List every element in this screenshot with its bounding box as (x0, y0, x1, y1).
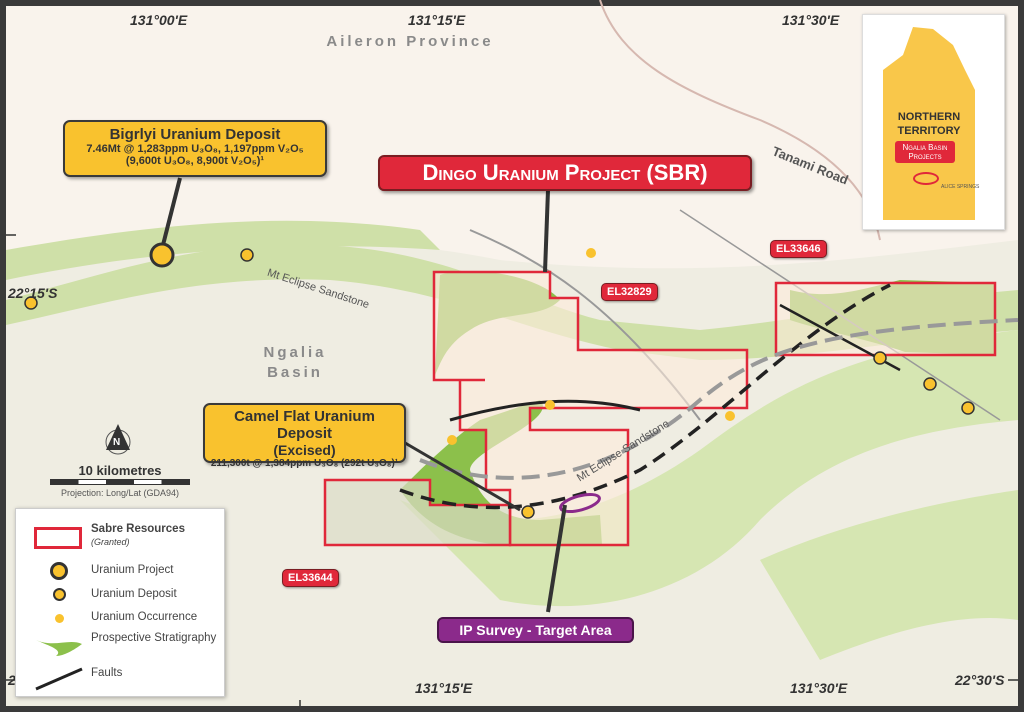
coord-bottom-2: 131°30'E (790, 680, 848, 696)
coord-left: 22°15'S (8, 285, 58, 301)
uranium-occurrence-icon (55, 614, 64, 623)
uranium-project-bigrlyi (149, 242, 175, 268)
north-label: N (113, 437, 121, 448)
ip-target-ellipse (559, 492, 601, 514)
uranium-deposit-icon (53, 588, 66, 601)
legend-tenement-swatch (34, 527, 82, 549)
legend-deposit: Uranium Deposit (91, 588, 177, 600)
legend-granted: (Granted) (91, 537, 130, 547)
legend-strat: Prospective Stratigraphy (91, 632, 217, 644)
inset-title-2: TERRITORY (897, 125, 961, 137)
project-location-ellipse (913, 172, 939, 185)
fault-icon (35, 667, 83, 691)
uranium-project-icon (50, 562, 68, 580)
bigrlyi-line2: (9,600t U₃O₈, 8,900t V₂O₅)¹ (125, 155, 265, 167)
alice-springs-label: ALICE SPRINGS (941, 184, 980, 190)
dashed-fault (399, 283, 891, 510)
coord-top-2: 131°15'E (408, 12, 466, 28)
inset-title-1: NORTHERN (897, 111, 961, 123)
legend-occurrence: Uranium Occurrence (91, 611, 198, 623)
ip-survey-label: IP Survey - Target Area (437, 617, 634, 643)
tag-el32829[interactable]: EL32829 (601, 283, 658, 301)
inset-tag-2: Projects (908, 152, 942, 161)
bigrlyi-callout: Bigrlyi Uranium Deposit 7.46Mt @ 1,283pp… (63, 120, 327, 177)
scale-bar (50, 479, 190, 485)
projection-label: Projection: Long/Lat (GDA94) (60, 488, 180, 498)
legend: Sabre Resources (Granted) Uranium Project… (15, 508, 225, 697)
ngalia-basin-label: Ngalia Basin (263, 344, 327, 381)
camel-subtitle: (Excised) (273, 442, 336, 458)
coord-left-bottom: 2 (8, 672, 16, 688)
inset-tag-1: Ngalia Basin (902, 143, 948, 152)
stratigraphy-icon (36, 640, 82, 656)
coord-bottom-1: 131°15'E (415, 680, 473, 696)
legend-sabre: Sabre Resources (91, 523, 185, 535)
camel-flat-callout: Camel Flat Uranium Deposit (Excised) 211… (203, 403, 406, 469)
scale-label: 10 kilometres (78, 463, 162, 478)
camel-line: 211,300t @ 1,384ppm U₃O₈ (292t U₃O₈)¹ (210, 458, 399, 469)
northern-territory-shape (883, 27, 975, 220)
tag-el33646[interactable]: EL33646 (770, 240, 827, 258)
coord-top-1: 131°00'E (130, 12, 188, 28)
aileron-province-label: Aileron Province (326, 33, 494, 50)
project-title: Dingo Uranium Project (SBR) (378, 155, 752, 191)
north-arrow-icon: N (103, 422, 133, 456)
coord-right: 22°30'S (955, 672, 1005, 688)
legend-faults: Faults (91, 667, 123, 679)
uranium-occurrences (447, 248, 735, 445)
camel-title: Camel Flat Uranium Deposit (234, 408, 375, 442)
uranium-deposits (24, 248, 975, 519)
sandstone-dashed (419, 318, 1019, 480)
bigrlyi-title: Bigrlyi Uranium Deposit (109, 126, 281, 143)
tag-el33644[interactable]: EL33644 (282, 569, 339, 587)
legend-project: Uranium Project (91, 564, 174, 576)
bigrlyi-line1: 7.46Mt @ 1,283ppm U₃O₈, 1,197ppm V₂O₅ (86, 143, 304, 155)
coord-top-3: 131°30'E (782, 12, 840, 28)
